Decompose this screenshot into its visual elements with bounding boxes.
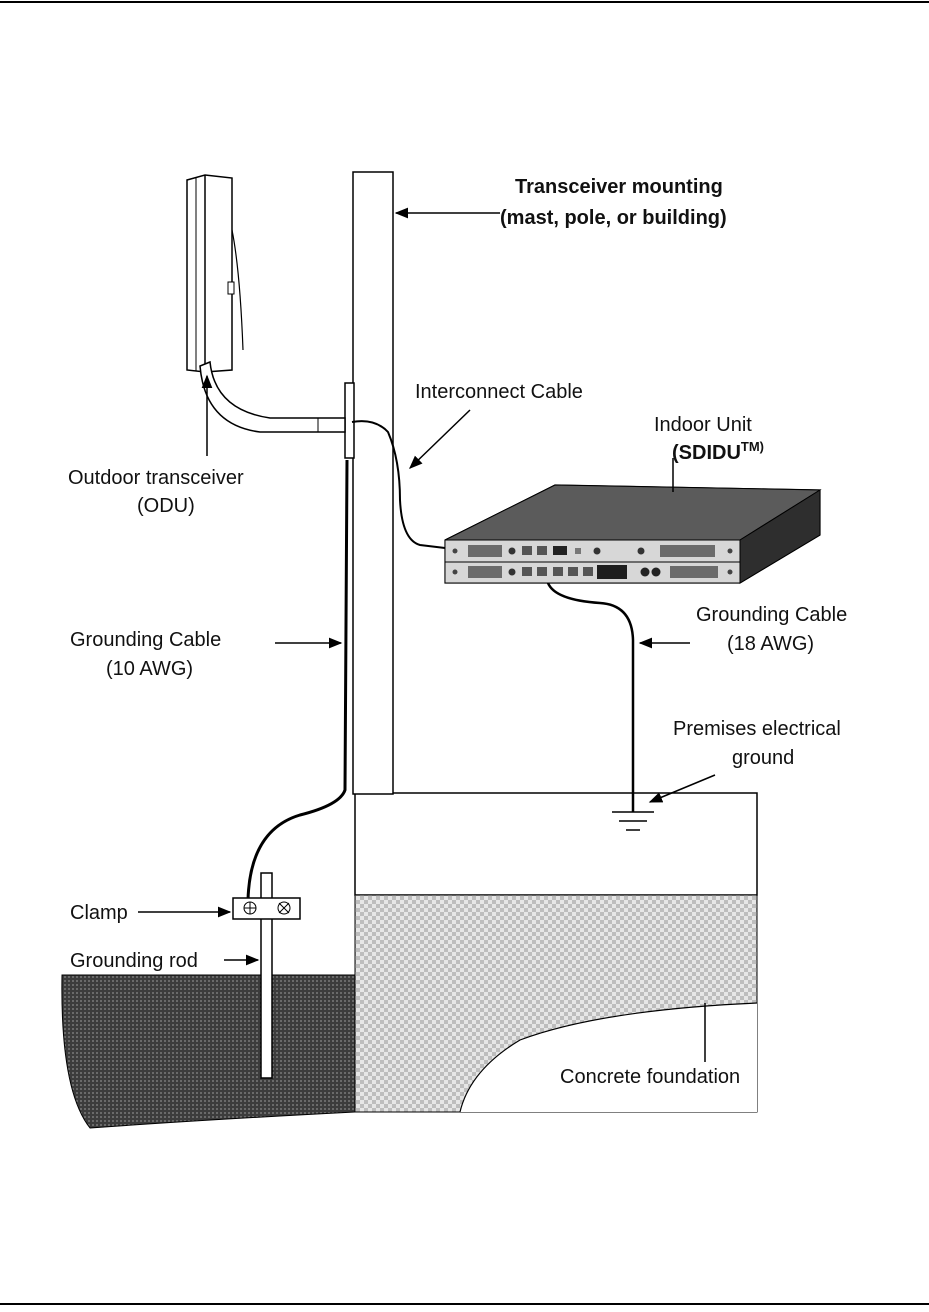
mounting-bracket: [345, 383, 354, 458]
label-premises-2: ground: [732, 747, 794, 769]
label-ground-right-2: (18 AWG): [727, 633, 814, 655]
label-odu-2: (ODU): [137, 495, 195, 517]
soil: [62, 975, 355, 1128]
sdidu-text: (SDIDU: [672, 442, 741, 464]
grounding-cable-10awg: [248, 460, 347, 900]
clamp: [233, 898, 300, 919]
label-premises-1: Premises electrical: [673, 718, 841, 740]
grounding-cable-18awg: [548, 583, 633, 812]
label-ground-right-1: Grounding Cable: [696, 604, 847, 626]
label-concrete: Concrete foundation: [560, 1066, 740, 1088]
indoor-unit: [445, 485, 820, 583]
odu-transceiver: [187, 175, 345, 432]
sdidu-tm: TM): [741, 439, 764, 454]
label-mounting-1: Transceiver mounting: [515, 176, 723, 198]
label-sdidu: (SDIDUTM): [672, 439, 764, 464]
interconnect-arrow: [410, 410, 470, 468]
label-grounding-rod: Grounding rod: [70, 950, 198, 972]
label-ground-left-2: (10 AWG): [106, 658, 193, 680]
label-mounting-2: (mast, pole, or building): [500, 207, 727, 229]
mast: [353, 172, 393, 794]
building-base: [355, 793, 757, 895]
label-indoor-unit: Indoor Unit: [654, 414, 752, 436]
label-ground-left-1: Grounding Cable: [70, 629, 221, 651]
label-clamp: Clamp: [70, 902, 128, 924]
label-odu-1: Outdoor transceiver: [68, 467, 244, 489]
label-interconnect: Interconnect Cable: [415, 381, 583, 403]
